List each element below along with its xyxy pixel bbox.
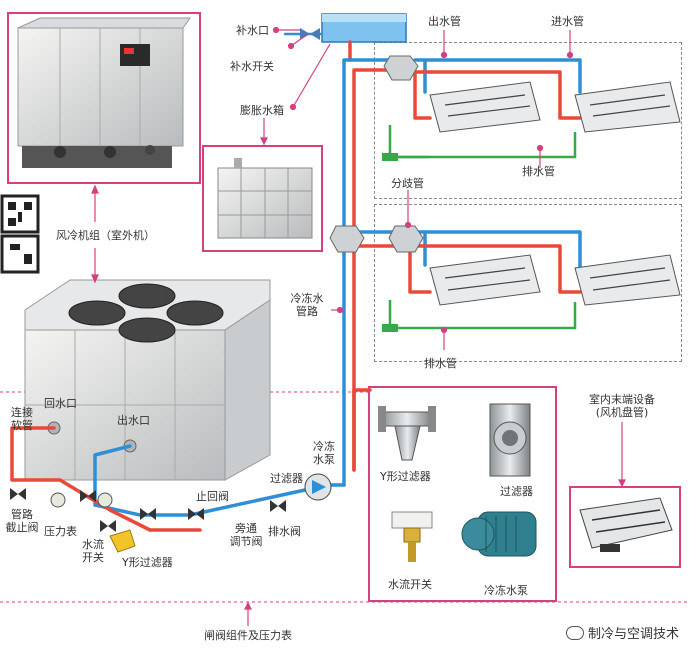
pump xyxy=(304,473,332,501)
label-hose-line2: 软管 xyxy=(11,419,33,432)
label-expansion-tank: 膨胀水箱 xyxy=(240,104,284,117)
makeup-valve xyxy=(300,28,320,40)
label-chiller: 风冷机组（室外机） xyxy=(56,229,155,242)
label-terminal: 室内末端设备 (风机盘管) xyxy=(589,393,655,419)
label-comp-flow-switch: 水流开关 xyxy=(388,578,432,591)
components-graphics xyxy=(378,403,537,562)
label-outlet-pipe: 出水管 xyxy=(428,15,461,28)
watermark: 制冷与空调技术 xyxy=(565,623,679,642)
label-bypass: 旁通 调节阀 xyxy=(230,522,263,548)
label-chilled-pipe-line1: 冷冻水 xyxy=(290,292,324,305)
label-comp-y-filter: Y形过滤器 xyxy=(380,470,431,483)
label-hose-line1: 连接 xyxy=(11,406,33,419)
label-pump-line2: 水泵 xyxy=(313,453,335,466)
watermark-text: 制冷与空调技术 xyxy=(587,627,679,642)
label-bypass-line1: 旁通 xyxy=(235,522,257,535)
label-flow-switch-line1: 水流 xyxy=(82,538,104,551)
label-flow-switch-line2: 开关 xyxy=(82,551,104,564)
label-drain-valve: 排水阀 xyxy=(268,525,301,538)
label-flow-switch: 水流 开关 xyxy=(82,538,104,564)
fan-coil-units xyxy=(429,81,681,306)
indoor-zone-top xyxy=(374,42,682,199)
label-chilled-pipe: 冷冻水 管路 xyxy=(291,292,324,318)
label-pipe-stop: 管路 截止阀 xyxy=(6,508,39,534)
label-comp-filter: 过滤器 xyxy=(500,485,533,498)
label-makeup-port: 补水口 xyxy=(236,24,269,37)
label-comp-pump: 冷冻水泵 xyxy=(484,584,528,597)
label-pipe-stop-line1: 管路 xyxy=(11,508,33,521)
label-valves-caption: 闸阀组件及压力表 xyxy=(204,629,292,642)
label-branch-pipe: 分歧管 xyxy=(391,177,424,190)
label-check-valve: 止回阀 xyxy=(196,490,229,503)
label-hose: 连接 软管 xyxy=(11,406,33,432)
label-inlet-pipe: 进水管 xyxy=(551,15,584,28)
label-pipe-stop-line2: 截止阀 xyxy=(5,521,39,534)
outdoor-unit xyxy=(24,279,271,481)
label-drain-top: 排水管 xyxy=(522,165,555,178)
label-terminal-line2: (风机盘管) xyxy=(595,406,649,419)
label-drain-bottom: 排水管 xyxy=(424,357,457,370)
label-pressure-gauge: 压力表 xyxy=(44,525,77,538)
label-terminal-line1: 室内末端设备 xyxy=(589,393,655,406)
tank-photo xyxy=(217,158,313,239)
fan-coil-photo xyxy=(579,497,673,552)
qr-code xyxy=(0,190,42,278)
label-bypass-line2: 调节阀 xyxy=(229,535,263,548)
label-return-port: 回水口 xyxy=(44,397,77,410)
wechat-icon xyxy=(565,626,584,640)
label-chiller-line2: （室外机） xyxy=(100,229,155,242)
label-pump-line1: 冷冻 xyxy=(313,440,335,453)
expansion-tank xyxy=(321,13,407,43)
indoor-zone-bottom xyxy=(374,204,682,362)
label-y-filter: Y形过滤器 xyxy=(122,556,173,569)
label-filter: 过滤器 xyxy=(270,472,303,485)
label-pump: 冷冻 水泵 xyxy=(313,440,335,466)
chiller-photo xyxy=(17,17,191,168)
label-chilled-pipe-line2: 管路 xyxy=(296,305,318,318)
label-makeup-switch: 补水开关 xyxy=(230,60,274,73)
label-outlet-port: 出水口 xyxy=(117,414,150,427)
label-chiller-line1: 风冷机组 xyxy=(56,229,100,242)
